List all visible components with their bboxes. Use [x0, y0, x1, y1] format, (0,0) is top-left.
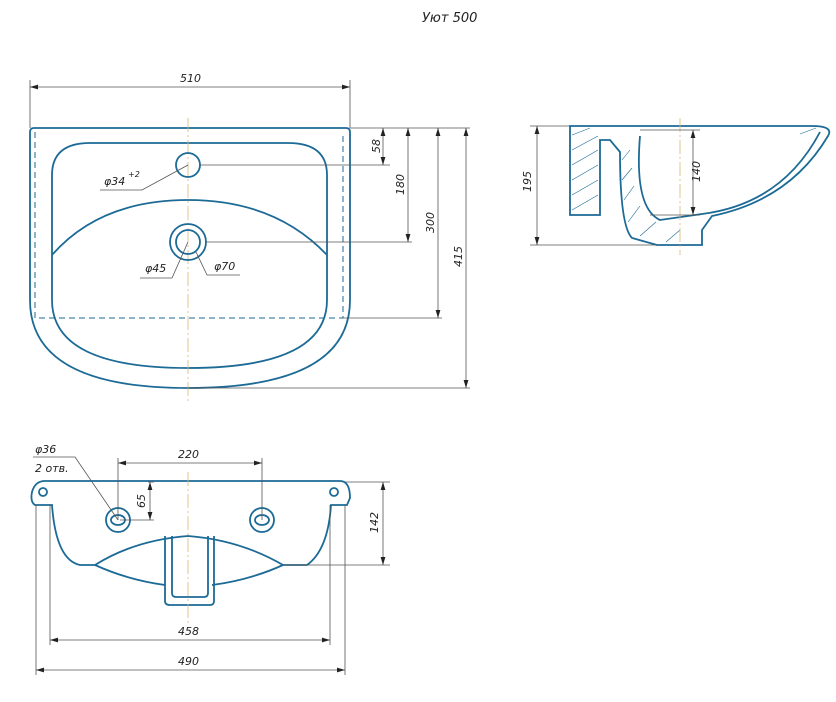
- dim-58: 58: [370, 139, 383, 153]
- dim-490: 490: [178, 655, 199, 668]
- overflow-diameter: φ34: [104, 175, 125, 188]
- dim-195: 195: [521, 171, 534, 192]
- drain-inner-diameter: φ45: [145, 262, 166, 275]
- bottom-view: φ36 2 отв. 220 65 142 458 490: [30, 443, 390, 675]
- side-view: 195 140: [521, 118, 831, 255]
- dim-220: 220: [178, 448, 199, 461]
- holes-count: 2 отв.: [35, 462, 69, 475]
- top-view: 510 58 180 300 415 φ34 +2 φ45 φ70: [29, 72, 470, 402]
- dim-458: 458: [178, 625, 199, 638]
- overflow-tolerance: +2: [128, 170, 140, 179]
- drawing-title: Уют 500: [422, 11, 477, 26]
- dim-65: 65: [135, 494, 148, 508]
- dim-142: 142: [368, 512, 381, 533]
- dim-510: 510: [180, 72, 201, 85]
- drain-outer-diameter: φ70: [214, 260, 235, 273]
- holes-diameter: φ36: [35, 443, 56, 456]
- dim-415: 415: [452, 246, 465, 267]
- dim-140: 140: [690, 161, 703, 182]
- dim-300: 300: [424, 212, 437, 233]
- drain-inner: [175, 229, 201, 255]
- dim-180: 180: [394, 174, 407, 195]
